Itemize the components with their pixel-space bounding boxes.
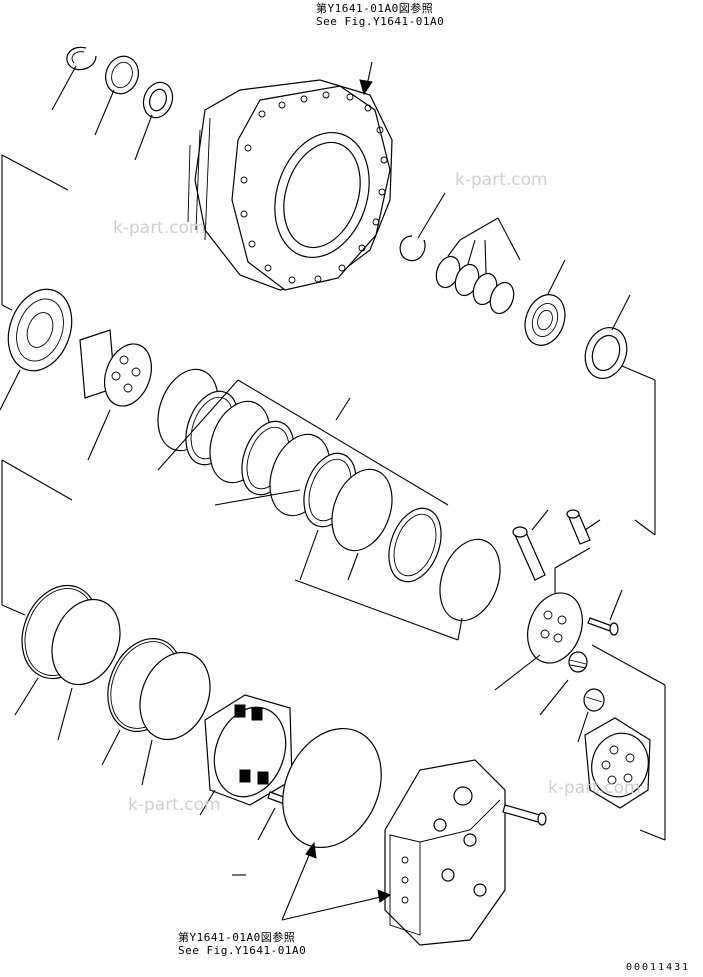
leader-lines [0,61,666,921]
output-shaft-cylinder-block [79,329,152,407]
reference-bottom-line2: See Fig.Y1641-01A0 [178,944,307,957]
brake-plate-stack [157,368,501,622]
backup-ring [51,598,121,686]
watermark: k-part.com [455,170,548,190]
spring-small [568,651,588,673]
hub-housing [187,79,393,291]
motor-case-bolt [502,804,547,826]
oil-seal [142,81,174,119]
brake-piston [204,694,293,806]
lock-nut [584,327,628,379]
pin-short [566,509,591,545]
reference-top-line1: 第Y1641-01A0図参照 [316,2,434,15]
drawing-number: 00011431 [626,962,691,973]
bearing-left [7,288,73,372]
shim-set [435,255,515,315]
pin-long [512,526,546,581]
reference-top-line2: See Fig.Y1641-01A0 [316,15,445,28]
reference-top: 第Y1641-01A0図参照 See Fig.Y1641-01A0 [316,2,444,28]
snap-ring-small [66,46,97,71]
reference-bottom-line1: 第Y1641-01A0図参照 [178,931,296,944]
motor-case [384,759,506,946]
thrust-washer [105,55,139,95]
spring-seat [583,688,605,712]
reference-bottom: 第Y1641-01A0図参照 See Fig.Y1641-01A0 [178,931,306,957]
o-ring-cover [282,727,382,849]
bearing-right [524,294,566,346]
watermark: k-part.com [548,778,641,798]
snap-ring-large [399,235,426,262]
bolt-holes [240,91,388,284]
valve-plate [527,592,583,664]
motor-cylinder-block [584,717,651,809]
watermark: k-part.com [113,218,206,238]
cap-screw [587,617,619,636]
piston-seal-outer [139,651,211,741]
watermark: k-part.com [128,795,221,815]
